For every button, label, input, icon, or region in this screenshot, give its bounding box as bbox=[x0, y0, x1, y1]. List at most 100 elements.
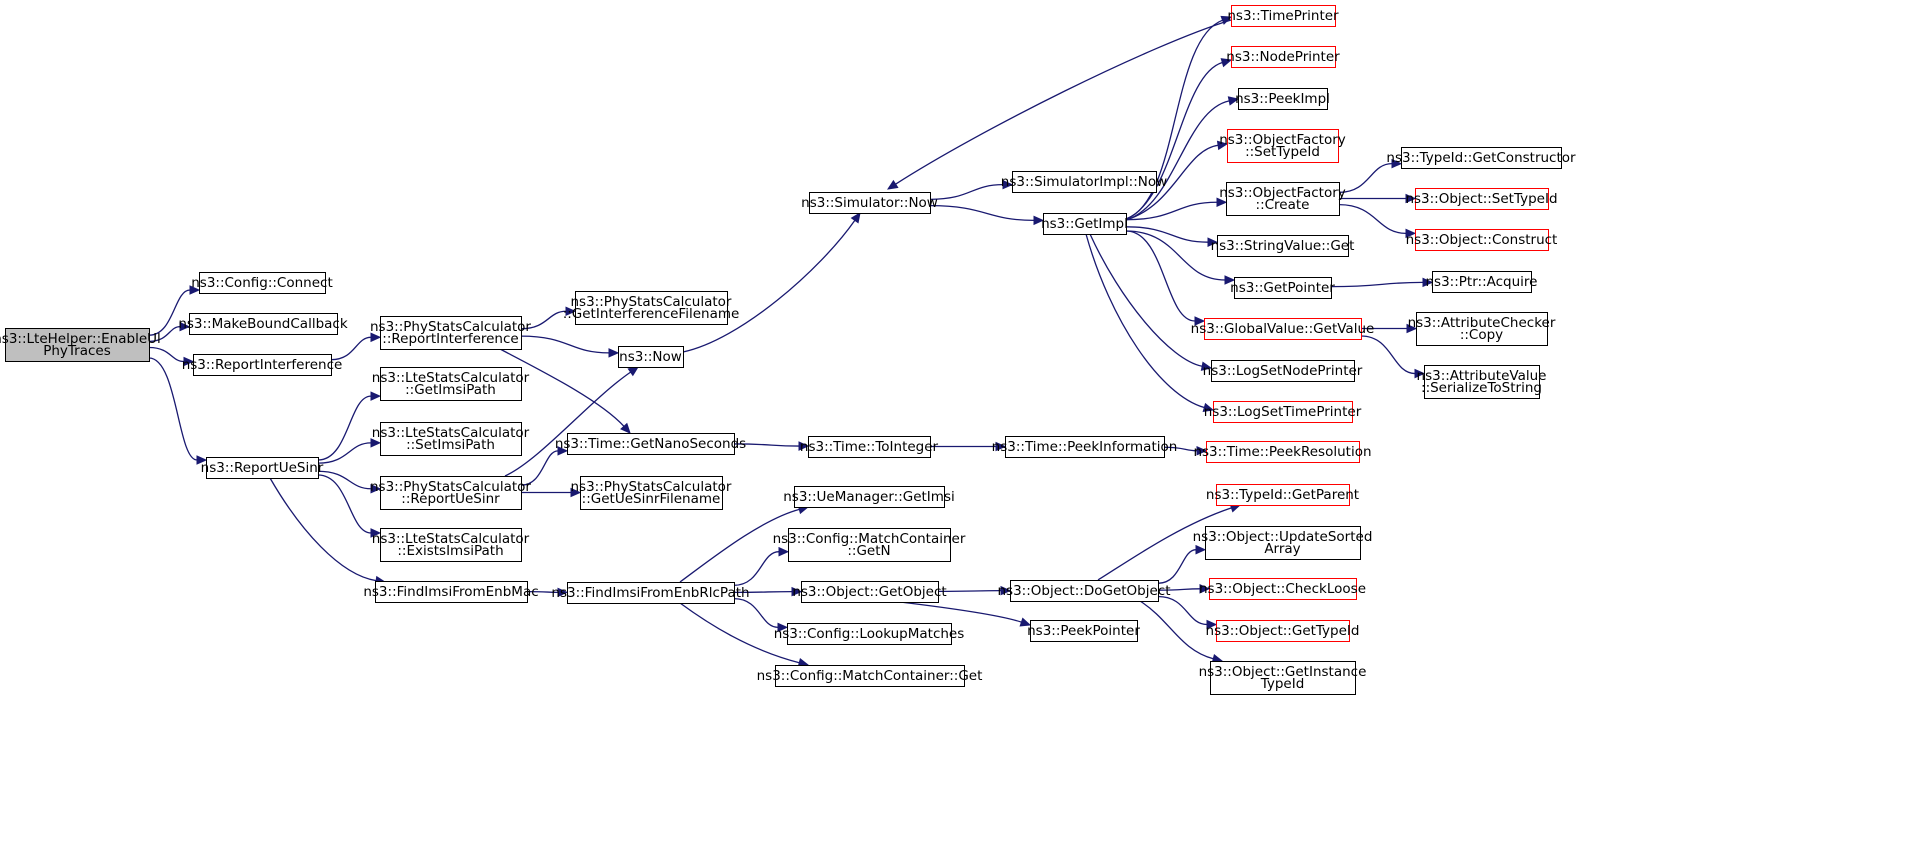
node-box bbox=[1238, 88, 1328, 110]
node-n47[interactable]: ns3::Ptr::Acquire bbox=[1426, 271, 1538, 293]
node-n5[interactable]: ns3::PhyStatsCalculator::ReportInterfere… bbox=[370, 316, 531, 350]
node-n17[interactable]: ns3::Time::ToInteger bbox=[800, 436, 939, 458]
node-n36[interactable]: ns3::LogSetNodePrinter bbox=[1203, 360, 1363, 382]
node-box bbox=[808, 436, 931, 458]
edge-arrowhead bbox=[778, 546, 790, 557]
edge-arrowhead bbox=[1422, 277, 1434, 288]
edge-n16-n23 bbox=[929, 179, 1014, 200]
node-n45[interactable]: ns3::Object::SetTypeId bbox=[1405, 188, 1558, 210]
node-n27[interactable]: ns3::PeekPointer bbox=[1027, 620, 1140, 642]
node-box bbox=[794, 486, 945, 508]
edge-line bbox=[733, 591, 793, 593]
node-n7[interactable]: ns3::LteStatsCalculator::SetImsiPath bbox=[372, 422, 530, 456]
node-n14[interactable]: ns3::PhyStatsCalculator::GetUeSinrFilena… bbox=[571, 476, 732, 510]
node-n23[interactable]: ns3::SimulatorImpl::Now bbox=[1001, 171, 1167, 193]
edge-line bbox=[733, 551, 780, 586]
node-n3[interactable]: ns3::ReportInterference bbox=[182, 354, 343, 376]
edge-n20-n26 bbox=[937, 585, 1012, 596]
node-n16[interactable]: ns3::Simulator::Now bbox=[801, 192, 938, 214]
node-n39[interactable]: ns3::TypeId::GetParent bbox=[1206, 484, 1359, 506]
node-n31[interactable]: ns3::ObjectFactory::SetTypeId bbox=[1219, 129, 1346, 163]
node-box bbox=[567, 433, 735, 455]
node-n18[interactable]: ns3::UeManager::GetImsi bbox=[783, 486, 955, 508]
edge-arrowhead bbox=[1391, 158, 1403, 169]
node-n46[interactable]: ns3::Object::Construct bbox=[1406, 229, 1558, 251]
edge-line bbox=[499, 348, 625, 427]
node-label: ns3::LteStatsCalculator bbox=[372, 370, 530, 386]
edge-line bbox=[682, 219, 856, 353]
node-box bbox=[1217, 235, 1349, 257]
edge-line bbox=[504, 371, 631, 477]
node-n37[interactable]: ns3::LogSetTimePrinter bbox=[1204, 401, 1362, 423]
node-box bbox=[1005, 436, 1165, 458]
node-n19[interactable]: ns3::Config::MatchContainer::GetN bbox=[773, 528, 966, 562]
node-n38[interactable]: ns3::Time::PeekResolution bbox=[1193, 441, 1372, 463]
node-n30[interactable]: ns3::PeekImpl bbox=[1235, 88, 1330, 110]
node-label: ns3::Time::GetNanoSeconds bbox=[555, 436, 746, 452]
node-n24[interactable]: ns3::GetImpl bbox=[1041, 213, 1128, 235]
node-n12[interactable]: ns3::Now bbox=[618, 346, 684, 368]
node-n32[interactable]: ns3::ObjectFactory::Create bbox=[1219, 182, 1346, 216]
node-n13[interactable]: ns3::Time::GetNanoSeconds bbox=[555, 433, 746, 455]
node-n48[interactable]: ns3::AttributeChecker::Copy bbox=[1408, 312, 1556, 346]
node-n9[interactable]: ns3::LteStatsCalculator::ExistsImsiPath bbox=[372, 528, 530, 562]
node-n6[interactable]: ns3::LteStatsCalculator::GetImsiPath bbox=[372, 367, 530, 401]
node-n28[interactable]: ns3::TimePrinter bbox=[1227, 5, 1339, 27]
node-label: ns3::Simulator::Now bbox=[801, 195, 938, 211]
edge-line bbox=[317, 442, 372, 464]
node-box bbox=[580, 476, 723, 510]
node-label: ns3::PeekImpl bbox=[1235, 91, 1330, 107]
node-label: ::GetImsiPath bbox=[405, 382, 496, 398]
node-box bbox=[618, 346, 684, 368]
edge-line bbox=[317, 474, 372, 534]
node-n22[interactable]: ns3::Config::MatchContainer::Get bbox=[757, 665, 983, 687]
node-n21[interactable]: ns3::Config::LookupMatches bbox=[774, 623, 965, 645]
node-box bbox=[1206, 441, 1360, 463]
edge-n35-n49 bbox=[1360, 335, 1426, 379]
node-box bbox=[801, 581, 939, 603]
edge-line bbox=[330, 336, 372, 361]
edge-n4-n10 bbox=[269, 477, 387, 586]
edge-arrowhead bbox=[370, 391, 382, 401]
node-label: ns3::NodePrinter bbox=[1226, 49, 1340, 65]
node-n15[interactable]: ns3::FindImsiFromEnbRlcPath bbox=[551, 582, 750, 604]
edge-line bbox=[148, 289, 191, 336]
node-box bbox=[1415, 229, 1549, 251]
node-label: ns3::LteHelper::EnableUl bbox=[0, 331, 161, 347]
node-n35[interactable]: ns3::GlobalValue::GetValue bbox=[1191, 318, 1375, 340]
node-box bbox=[199, 272, 326, 294]
node-n25[interactable]: ns3::Time::PeekInformation bbox=[992, 436, 1178, 458]
node-box bbox=[1432, 271, 1532, 293]
node-n8[interactable]: ns3::PhyStatsCalculator::ReportUeSinr bbox=[370, 476, 531, 510]
edge-n32-n45 bbox=[1339, 193, 1417, 204]
node-n33[interactable]: ns3::StringValue::Get bbox=[1211, 235, 1355, 257]
node-n1[interactable]: ns3::Config::Connect bbox=[191, 272, 333, 294]
node-n44[interactable]: ns3::TypeId::GetConstructor bbox=[1386, 147, 1576, 169]
node-box bbox=[375, 581, 528, 603]
edge-arrowhead bbox=[1207, 237, 1219, 247]
node-box bbox=[1030, 620, 1138, 642]
node-n34[interactable]: ns3::GetPointer bbox=[1230, 277, 1335, 299]
edge-line bbox=[148, 326, 181, 342]
node-label: ns3::Time::ToInteger bbox=[800, 439, 939, 455]
node-n10[interactable]: ns3::FindImsiFromEnbMac bbox=[363, 581, 539, 603]
node-label: ns3::Ptr::Acquire bbox=[1426, 274, 1538, 290]
node-n41[interactable]: ns3::Object::CheckLoose bbox=[1199, 578, 1366, 600]
node-box bbox=[1204, 318, 1362, 340]
node-n4[interactable]: ns3::ReportUeSinr bbox=[201, 457, 324, 479]
node-box bbox=[775, 665, 965, 687]
node-n29[interactable]: ns3::NodePrinter bbox=[1226, 46, 1340, 68]
node-n49[interactable]: ns3::AttributeValue::SerializeToString bbox=[1417, 365, 1547, 399]
node-n42[interactable]: ns3::Object::GetTypeId bbox=[1206, 620, 1360, 642]
node-n26[interactable]: ns3::Object::DoGetObject bbox=[997, 580, 1171, 602]
node-n11[interactable]: ns3::PhyStatsCalculator::GetInterference… bbox=[563, 291, 740, 325]
node-box bbox=[809, 192, 931, 214]
node-n2[interactable]: ns3::MakeBoundCallback bbox=[178, 313, 348, 335]
edge-arrowhead bbox=[1405, 228, 1417, 239]
edge-line bbox=[1125, 201, 1218, 221]
node-n20[interactable]: ns3::Object::GetObject bbox=[792, 581, 947, 603]
node-label: ::GetInterferenceFilename bbox=[563, 306, 740, 322]
